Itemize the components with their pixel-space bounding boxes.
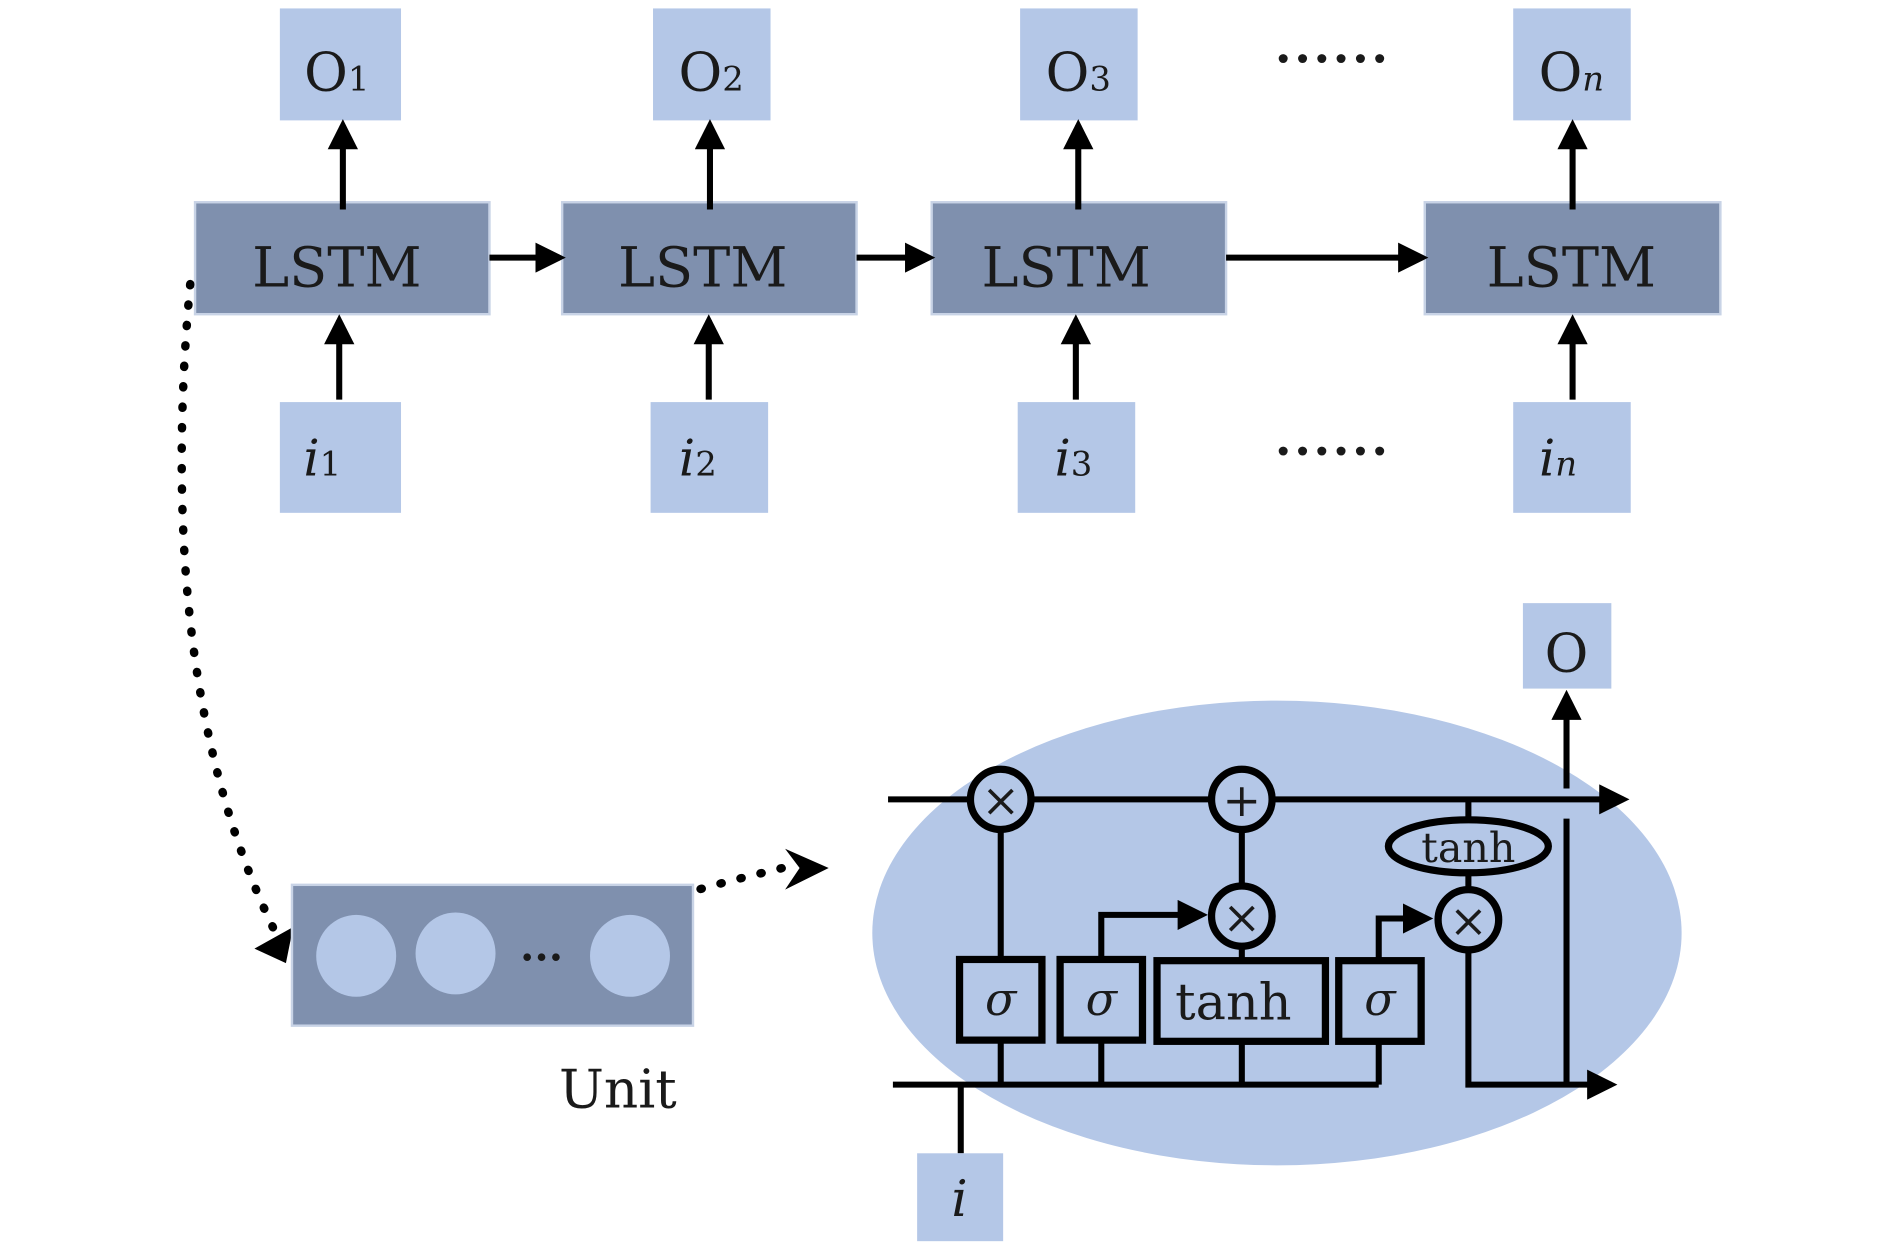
input-gate-sigma: σ [1056,955,1147,1044]
output-box-1: O1 [279,8,402,121]
lstm-box-3: LSTM [930,201,1228,316]
svg-text:+: + [1223,773,1262,827]
svg-text:×: × [1449,894,1488,948]
lstm-box-n: LSTM [1423,201,1722,316]
output-box-2: O2 [653,8,771,121]
output-gate-sigma: σ [1335,957,1425,1045]
svg-text:On: On [1539,41,1605,103]
svg-text:in: in [1539,429,1577,488]
candidate-tanh: tanh [1153,957,1330,1045]
arrowhead-unit [254,926,294,964]
svg-text:σ: σ [1086,972,1119,1026]
chain-arrows [324,119,1588,400]
dotted-connector-to-unit [177,279,283,944]
svg-text:i2: i2 [679,429,717,488]
svg-text:O3: O3 [1046,41,1111,103]
svg-text:i: i [951,1169,967,1228]
multiply-output: × [1434,886,1503,954]
unit-box: ... [290,883,695,1027]
svg-text:O2: O2 [679,41,744,103]
svg-text:σ: σ [985,972,1018,1026]
svg-text:tanh: tanh [1421,824,1515,872]
svg-text:i3: i3 [1054,429,1092,488]
input-ellipsis: ...... [1275,411,1391,467]
svg-text:×: × [981,773,1020,827]
svg-text:LSTM: LSTM [618,236,787,301]
svg-text:O: O [1545,623,1589,685]
dotted-connector-to-cell [643,862,792,926]
cell-input-box: i [917,1153,1004,1242]
svg-text:tanh: tanh [1175,973,1291,1032]
unit-ellipsis: ... [520,922,563,971]
unit-label: Unit [559,1059,677,1121]
svg-text:i1: i1 [303,429,341,488]
lstm-box-2: LSTM [560,201,858,316]
input-box-2: i2 [650,402,769,513]
lstm-box-1: LSTM [193,201,491,316]
forget-gate-sigma: σ [955,955,1046,1044]
neuron [316,914,397,997]
lstm-chain: O1 O2 O3 On LSTM LSTM LSTM LSTM i1 i2 i3… [193,8,1722,513]
multiply-input: × [1207,882,1276,950]
output-box-3: O3 [1020,8,1138,121]
svg-text:LSTM: LSTM [252,236,421,301]
output-ellipsis: ...... [1275,19,1391,75]
neuron [590,914,670,997]
lstm-cell-detail: × + × × tanh σ σ tanh σ O i [872,603,1682,1242]
multiply-forget: × [966,765,1035,834]
input-box-3: i3 [1017,402,1136,513]
arrowhead-cell [785,848,829,890]
svg-text:×: × [1223,890,1262,944]
svg-text:O1: O1 [304,41,369,103]
input-box-1: i1 [279,402,402,513]
cell-output-box: O [1522,603,1612,689]
svg-text:LSTM: LSTM [1487,236,1656,301]
svg-text:LSTM: LSTM [981,236,1150,301]
input-box-n: in [1513,402,1631,513]
svg-text:σ: σ [1364,972,1397,1026]
neuron [415,912,496,995]
tanh-ellipse: tanh [1384,816,1552,877]
output-box-n: On [1513,8,1631,121]
add-cell-state: + [1207,765,1276,834]
